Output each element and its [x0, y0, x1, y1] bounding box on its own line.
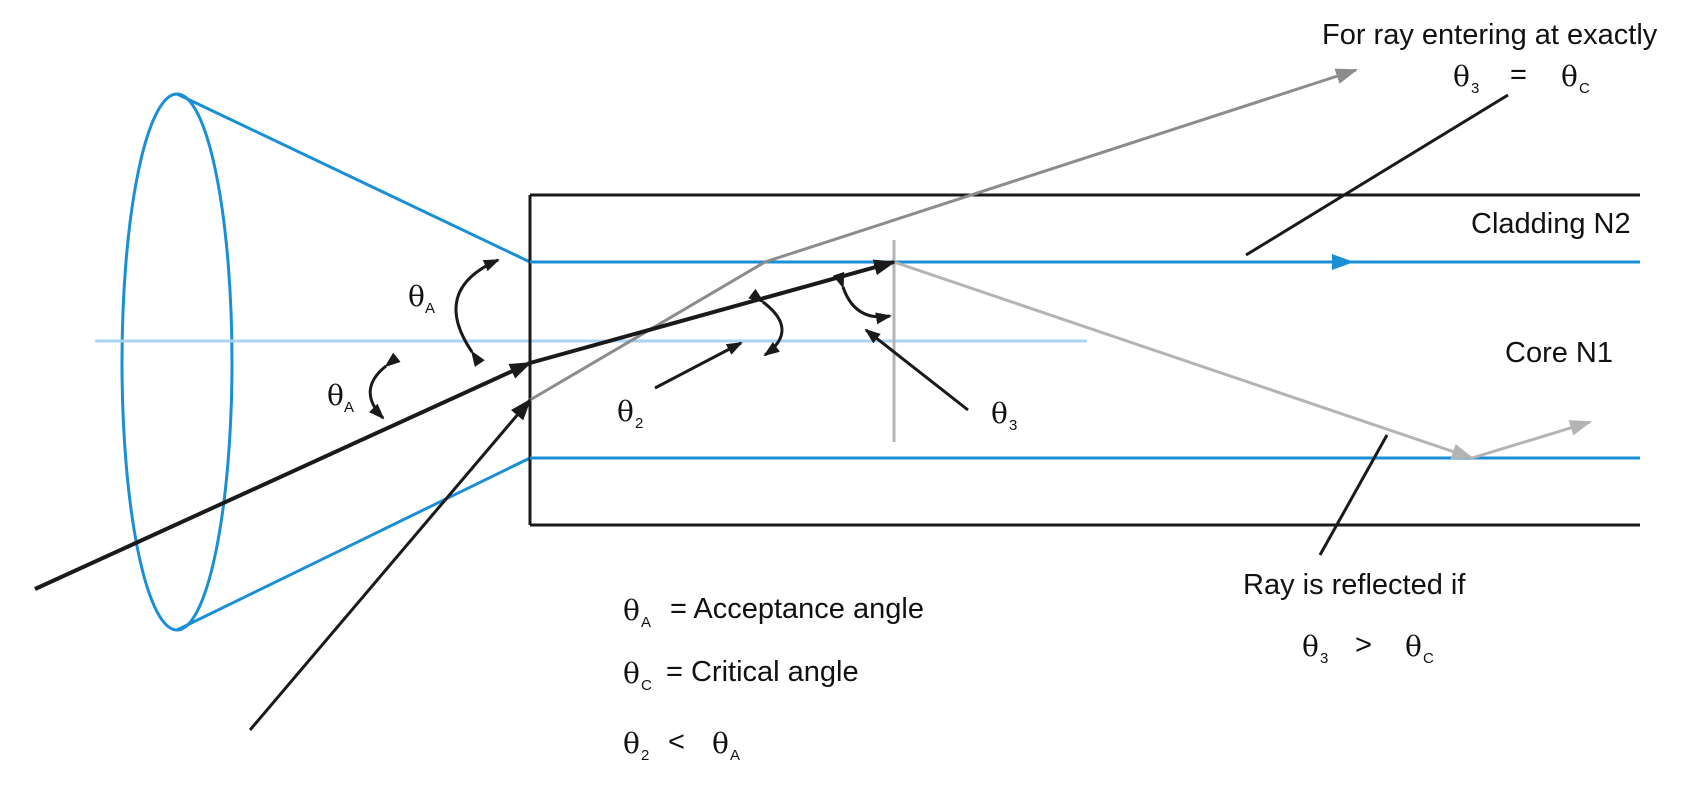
theta-symbol: θ	[623, 657, 640, 690]
subscript-2: 2	[641, 747, 649, 764]
cladding-label: Cladding N2	[1471, 208, 1631, 240]
legend-critical-angle: θ C = Critical angle	[623, 656, 859, 694]
subscript-3: 3	[1009, 417, 1017, 434]
theta-symbol: θ	[1453, 60, 1470, 93]
theta-symbol: θ	[623, 594, 640, 627]
leader-reflect-note	[1318, 434, 1389, 556]
leader-top-note	[1245, 93, 1509, 257]
reflected-ray	[893, 260, 1474, 460]
subscript-c: C	[1423, 650, 1434, 667]
core-label: Core N1	[1505, 337, 1613, 369]
subscript-a: A	[344, 399, 354, 416]
less-than-sign: <	[668, 726, 685, 758]
theta-symbol: θ	[327, 379, 344, 412]
leader-theta-3	[864, 328, 969, 412]
angle-arc-theta-a-upper	[454, 258, 500, 367]
core-ray-main	[529, 259, 896, 365]
subscript-a: A	[730, 747, 740, 764]
reflect-note-label: Ray is reflected if	[1243, 569, 1466, 601]
legend-critical-text: = Critical angle	[666, 656, 859, 688]
theta-symbol: θ	[1405, 630, 1422, 663]
incident-ray-critical	[248, 398, 532, 731]
refracted-ray-outer	[764, 68, 1358, 264]
theta-2-less-than-theta-a: θ 2 < θ A	[623, 726, 740, 764]
subscript-a: A	[425, 300, 435, 317]
cone-bottom-edge	[176, 456, 531, 632]
acceptance-cone-ellipse	[120, 92, 234, 632]
legend-acceptance-angle: θ A = Acceptance angle	[623, 593, 924, 631]
theta-a-lower-label: θ A	[327, 379, 354, 416]
incident-ray-main	[34, 361, 532, 591]
subscript-c: C	[641, 677, 652, 694]
leader-theta-2	[654, 341, 743, 390]
legend-acceptance-text: = Acceptance angle	[670, 593, 924, 625]
theta-symbol: θ	[623, 727, 640, 760]
theta-symbol: θ	[712, 727, 729, 760]
angle-arc-theta-a-lower	[368, 352, 401, 420]
critical-condition-equation: θ 3 = θ C	[1453, 59, 1590, 97]
angle-arc-theta-3	[832, 271, 892, 325]
subscript-3: 3	[1471, 80, 1479, 97]
subscript-2: 2	[635, 415, 643, 432]
reflected-ray-exit	[1471, 420, 1592, 460]
subscript-c: C	[1579, 80, 1590, 97]
theta-symbol: θ	[1302, 630, 1319, 663]
theta-symbol: θ	[1561, 60, 1578, 93]
cone-top-edge	[176, 92, 531, 264]
theta-a-upper-label: θ A	[408, 280, 435, 317]
equals-sign: =	[1510, 59, 1527, 91]
subscript-3: 3	[1320, 650, 1328, 667]
top-note-label: For ray entering at exactly	[1322, 19, 1658, 51]
reflection-condition-equation: θ 3 > θ C	[1302, 629, 1434, 667]
theta-symbol: θ	[408, 280, 425, 313]
theta-symbol: θ	[617, 395, 634, 428]
theta-2-label: θ 2	[617, 395, 643, 432]
subscript-a: A	[641, 614, 651, 631]
theta-symbol: θ	[991, 397, 1008, 430]
angle-arc-theta-2	[748, 288, 784, 357]
theta-3-label: θ 3	[991, 397, 1017, 434]
greater-than-sign: >	[1355, 629, 1372, 661]
